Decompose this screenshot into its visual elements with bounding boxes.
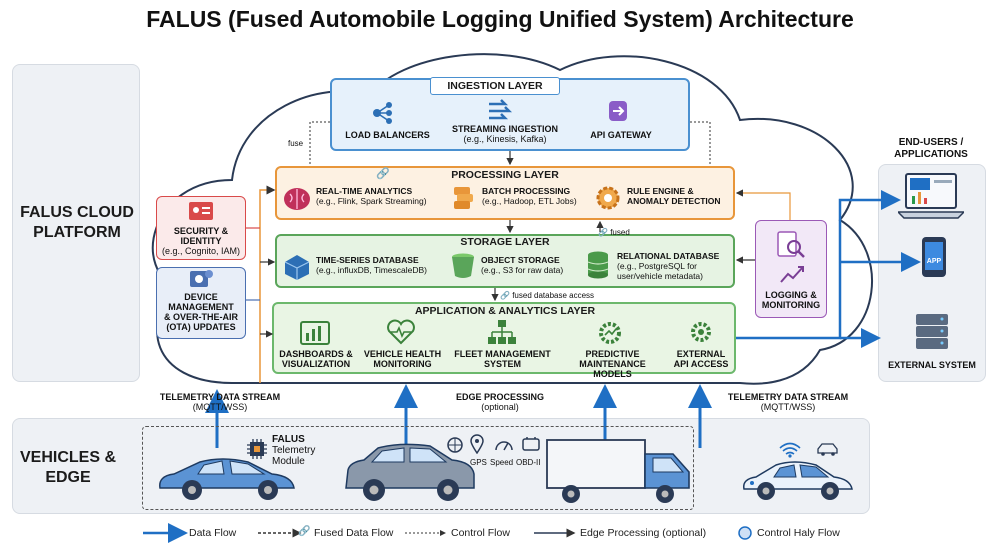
logging-monitoring-box	[755, 220, 827, 318]
logging-monitoring-label: LOGGING & MONITORING	[761, 290, 821, 310]
legend-control-haly-flow: Control Haly Flow	[757, 527, 840, 539]
gps-icon	[447, 437, 463, 453]
telemetry-chip-icon	[247, 439, 267, 459]
load-balancers-label: LOAD BALANCERS	[345, 130, 430, 140]
app-label: APP	[926, 258, 942, 265]
truck-icon	[546, 439, 690, 503]
speed-label: Speed	[490, 458, 514, 467]
predictive-gear-icon	[599, 322, 621, 344]
wifi-icon	[779, 442, 801, 458]
magnifier-doc-icon	[777, 231, 805, 258]
obd-engine-icon	[522, 437, 540, 451]
server-icon	[916, 314, 948, 349]
end-users-title: END-USERS / APPLICATIONS	[894, 137, 968, 160]
brain-icon	[284, 188, 310, 210]
streaming-ingestion-label: STREAMING INGESTION (e.g., Kinesis, Kafk…	[451, 124, 558, 144]
obd-label: OBD-II	[516, 458, 541, 467]
laptop-icon	[898, 173, 964, 219]
database-icon	[587, 251, 609, 279]
api-gateway-label: API GATEWAY	[590, 130, 652, 140]
telemetry-module-label: FALUS Telemetry Module	[272, 434, 316, 467]
chain-icon: 🔗	[598, 228, 608, 237]
telemetry-left-label: TELEMETRY DATA STREAM (MQTT/WSS)	[159, 392, 281, 412]
vehicles-edge-label: VEHICLES & EDGE	[19, 449, 116, 486]
external-api-gear-icon	[691, 322, 711, 342]
bucket-icon	[452, 253, 474, 278]
fused-db-access-label: 🔗 fused database access	[500, 291, 595, 300]
suv-car-icon	[345, 443, 475, 501]
cloud-platform-panel	[12, 64, 140, 382]
timeseries-db-label: TIME-SERIES DATABASE (e.g., influxDB, Ti…	[316, 255, 428, 275]
edge-processing-label: EDGE PROCESSING (optional)	[455, 392, 545, 412]
legend-edge-processing: Edge Processing (optional)	[580, 527, 707, 539]
network-icon	[373, 102, 392, 124]
device-icon	[190, 270, 213, 287]
dashboard-icon	[300, 321, 330, 345]
relational-db-label: RELATIONAL DATABASE (e.g., PostgreSQL fo…	[617, 251, 720, 281]
link-icon: 🔗	[376, 168, 390, 180]
telemetry-right-label: TELEMETRY DATA STREAM (MQTT/WSS)	[727, 392, 849, 412]
application-title: APPLICATION & ANALYTICS LAYER	[414, 305, 596, 317]
processing-title: PROCESSING LAYER	[451, 169, 559, 181]
storage-title: STORAGE LAYER	[460, 236, 550, 248]
fleet-org-icon	[488, 320, 516, 344]
legend-fused-data-flow: Fused Data Flow	[314, 527, 394, 539]
external-system-label: EXTERNAL SYSTEM	[888, 360, 976, 370]
legend-control-flow: Control Flow	[451, 527, 510, 539]
rule-engine-icon	[596, 186, 620, 210]
rule-engine-label: RULE ENGINE & ANOMALY DETECTION	[627, 186, 721, 206]
cloud-platform-label: FALUS CLOUD PLATFORM	[18, 203, 136, 243]
phone-icon	[922, 237, 946, 277]
gps-label: GPS	[470, 458, 487, 467]
small-car-icon	[817, 443, 838, 456]
api-gateway-icon	[609, 101, 627, 121]
speedometer-icon	[495, 441, 513, 451]
storage-layer	[275, 234, 735, 288]
batch-processing-label: BATCH PROCESSING (e.g., Hadoop, ETL Jobs…	[482, 186, 577, 206]
batch-processing-icon	[454, 187, 473, 209]
security-label: SECURITY & IDENTITY (e.g., Cognito, IAM)	[161, 226, 241, 256]
cloud-platform-text: FALUS CLOUD PLATFORM	[20, 204, 134, 241]
device-management-label: DEVICE MANAGEMENT & OVER-THE-AIR (OTA) U…	[164, 292, 238, 332]
location-pin-icon	[470, 434, 484, 454]
dashboards-label: DASHBOARDS &VISUALIZATION	[279, 349, 353, 369]
device-management-box	[156, 267, 246, 339]
legend-chain-icon: 🔗	[298, 526, 311, 537]
heart-monitor-icon	[387, 319, 415, 345]
timeseries-icon	[284, 255, 310, 280]
realtime-analytics-label: REAL-TIME ANALYTICS (e.g., Flink, Spark …	[316, 186, 427, 206]
fused-link-label: 🔗 fused	[598, 228, 630, 237]
ingestion-title: INGESTION LAYER	[447, 80, 543, 92]
connected-car-icon	[743, 461, 853, 500]
id-card-icon	[189, 202, 213, 220]
sedan-car-icon	[159, 458, 295, 500]
legend-data-flow: Data Flow	[189, 527, 237, 539]
ingestion-title-box: INGESTION LAYER	[430, 77, 560, 95]
trend-chart-icon	[780, 266, 804, 283]
vehicle-group-box	[142, 426, 694, 510]
fuse-label: fuse	[288, 139, 304, 148]
streaming-icon	[489, 99, 513, 120]
chain-icon-2: 🔗	[500, 291, 510, 300]
page-title: FALUS (Fused Automobile Logging Unified …	[146, 6, 854, 32]
processing-layer	[275, 166, 735, 220]
object-storage-label: OBJECT STORAGE (e.g., S3 for raw data)	[481, 255, 564, 275]
